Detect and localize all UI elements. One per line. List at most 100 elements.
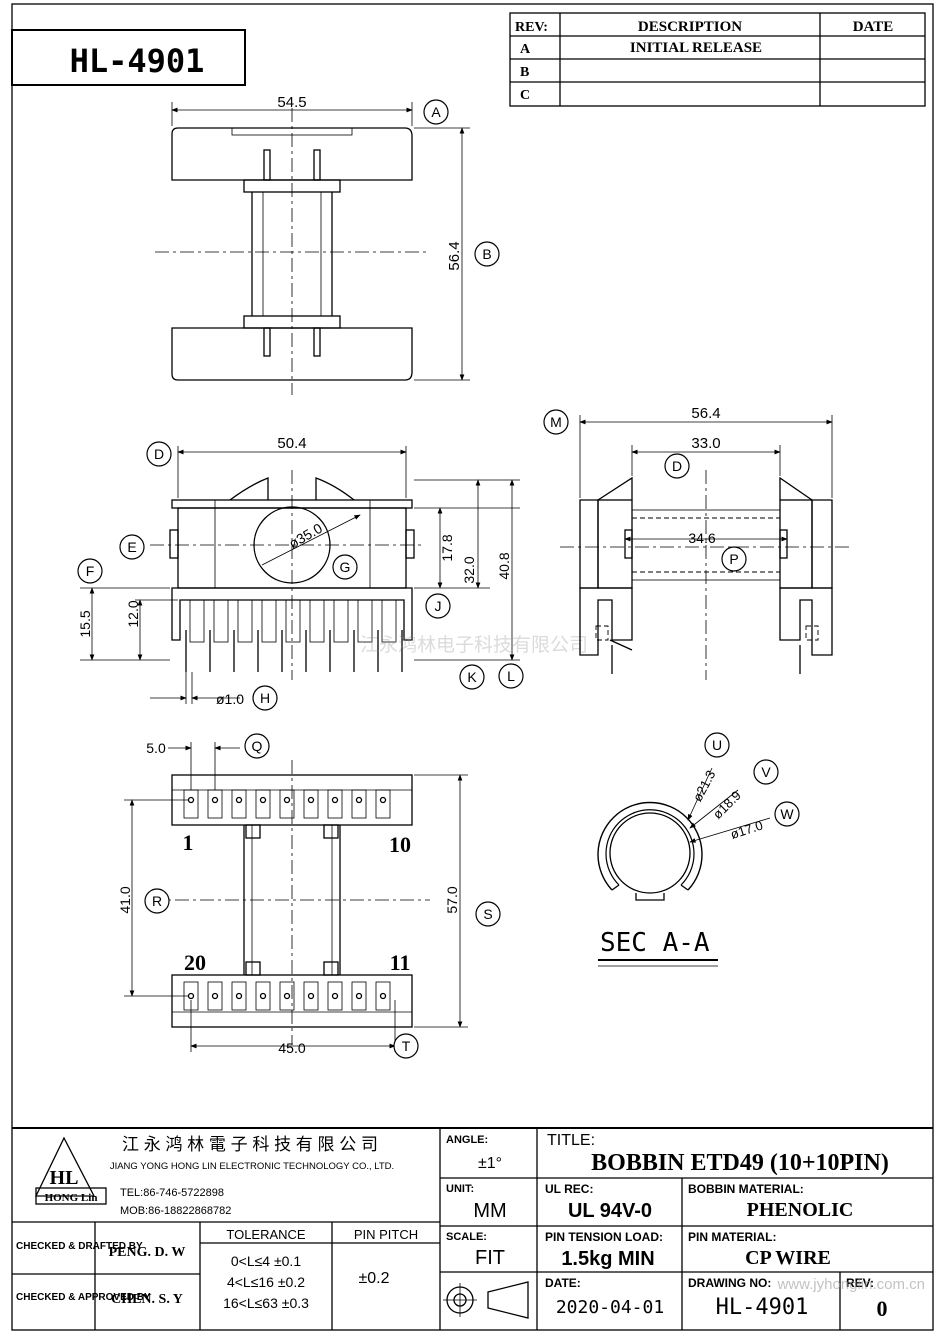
checked-drafted-label: CHECKED & DRAFTED BY xyxy=(16,1241,143,1252)
dim-front-left1: 15.5 xyxy=(77,610,93,637)
revision-table: REV: DESCRIPTION DATE A INITIAL RELEASE … xyxy=(509,12,926,107)
bobbin-material-label: BOBBIN MATERIAL: xyxy=(688,1182,804,1196)
callout-a: A xyxy=(431,104,441,120)
drawing-no-label: DRAWING NO: xyxy=(688,1276,771,1290)
tolerance-row-3: 16<L≤63 ±0.3 xyxy=(223,1295,309,1311)
tolerance-row-1: 0<L≤4 ±0.1 xyxy=(231,1253,301,1269)
callout-s: S xyxy=(483,906,492,922)
pin-label-20: 20 xyxy=(184,950,206,975)
callout-d2: D xyxy=(672,458,682,474)
dim-side-core: 34.6 xyxy=(688,530,715,546)
callout-l: L xyxy=(507,668,515,684)
dim-bottom-pitch: 5.0 xyxy=(146,740,166,756)
callout-p: P xyxy=(729,551,738,567)
dim-sec-d1: ø21.3 xyxy=(690,768,719,804)
bottom-view: 1 10 20 11 5.0 41.0 57.0 45.0 Q R S T xyxy=(117,733,501,1059)
callout-f: F xyxy=(86,563,95,579)
dim-side-inner: 33.0 xyxy=(691,435,720,452)
pin-tension-label: PIN TENSION LOAD: xyxy=(545,1230,663,1244)
pin-label-11: 11 xyxy=(390,950,411,975)
dim-side-width: 56.4 xyxy=(691,405,720,422)
callout-m: M xyxy=(550,414,562,430)
company-cn: 江 永 鸿 林 電 子 科 技 有 限 公 司 xyxy=(122,1135,378,1154)
part-number: HL-4901 xyxy=(70,42,205,80)
unit: MM xyxy=(473,1200,506,1222)
dim-top-width: 54.5 xyxy=(277,94,306,111)
dim-front-h2: 32.0 xyxy=(461,556,477,583)
rev-a-description: INITIAL RELEASE xyxy=(630,40,762,56)
checked-approved-label: CHECKED & APPROVED BY xyxy=(16,1292,151,1303)
dim-front-h3: 40.8 xyxy=(496,552,512,579)
watermark: 江永鸿林电子科技有限公司 xyxy=(360,634,588,656)
tolerance-row-2: 4<L≤16 ±0.2 xyxy=(227,1274,305,1290)
pin-material: CP WIRE xyxy=(745,1247,831,1269)
company-en: JIANG YONG HONG LIN ELECTRONIC TECHNOLOG… xyxy=(110,1161,394,1172)
logo-text: HONG Lin xyxy=(45,1192,98,1204)
ul-rec: UL 94V-0 xyxy=(568,1200,652,1222)
pin-material-label: PIN MATERIAL: xyxy=(688,1230,776,1244)
dim-bottom-width: 45.0 xyxy=(278,1040,305,1056)
callout-b: B xyxy=(482,246,491,262)
title-label: TITLE: xyxy=(547,1132,595,1149)
section-label: SEC A-A xyxy=(600,928,710,958)
mob: MOB:86-18822868782 xyxy=(120,1205,231,1217)
rev-label: REV: xyxy=(846,1276,874,1290)
pin-pitch-label: PIN PITCH xyxy=(354,1227,418,1242)
section-a-a: ø21.3 ø18.9 ø17.0 U V W SEC A-A xyxy=(597,732,800,967)
checked-approved-label-text: CHECKED & APPROVED BY xyxy=(16,1292,151,1303)
angle-label: ANGLE: xyxy=(446,1134,488,1146)
sheet-border xyxy=(11,3,934,1331)
title-block: HL HONG Lin 江 永 鸿 林 電 子 科 技 有 限 公 司 JIAN… xyxy=(12,1127,933,1330)
tel: TEL:86-746-5722898 xyxy=(120,1187,224,1199)
dim-bottom-h1: 41.0 xyxy=(117,886,133,913)
logo-triangle xyxy=(34,1136,96,1197)
scale-label: SCALE: xyxy=(446,1231,487,1243)
dim-front-width: 50.4 xyxy=(277,435,306,452)
dim-top-height: 56.4 xyxy=(446,241,463,270)
callout-v: V xyxy=(761,764,771,780)
date-label: DATE: xyxy=(545,1276,581,1290)
part-number-box xyxy=(11,29,246,86)
dim-sec-d3: ø17.0 xyxy=(728,817,764,842)
checked-approved: CHEN. S. Y xyxy=(111,1292,183,1307)
bottom-pins-bottom-row xyxy=(183,981,391,1011)
dim-sec-d2: ø18.9 xyxy=(710,788,744,822)
callout-t: T xyxy=(402,1038,411,1054)
unit-label: UNIT: xyxy=(446,1183,474,1195)
projection-symbol-icon xyxy=(443,1281,529,1319)
rev: 0 xyxy=(877,1296,888,1321)
drawing-no: HL-4901 xyxy=(716,1295,809,1320)
ul-rec-label: UL REC: xyxy=(545,1182,593,1196)
rev-header: REV: xyxy=(515,20,548,35)
callout-q: Q xyxy=(252,738,263,754)
pin-label-1: 1 xyxy=(183,830,194,855)
callout-e: E xyxy=(127,539,136,555)
front-pins xyxy=(185,630,403,672)
date-header: DATE xyxy=(853,19,894,35)
bottom-pins-top-row xyxy=(183,789,391,819)
checked-drafted-label-text: CHECKED & DRAFTED BY xyxy=(16,1241,143,1252)
callout-h: H xyxy=(260,690,270,706)
callout-k: K xyxy=(467,669,477,685)
bobbin-material: PHENOLIC xyxy=(747,1199,854,1221)
top-view: 54.5 56.4 A B xyxy=(155,94,500,395)
pin-pitch: ±0.2 xyxy=(358,1270,389,1287)
rev-a: A xyxy=(520,42,531,57)
angle: ±1° xyxy=(478,1155,502,1172)
pin-label-10: 10 xyxy=(389,832,411,857)
tolerance-label: TOLERANCE xyxy=(226,1227,306,1242)
pin-tension: 1.5kg MIN xyxy=(561,1248,654,1270)
logo-letters: HL xyxy=(50,1167,79,1189)
callout-w: W xyxy=(780,806,794,822)
title: BOBBIN ETD49 (10+10PIN) xyxy=(591,1150,889,1176)
side-view: 56.4 33.0 34.6 M D P xyxy=(543,405,850,680)
rev-b: B xyxy=(520,65,529,80)
callout-u: U xyxy=(712,737,722,753)
dim-front-left2: 12.0 xyxy=(125,600,141,627)
callout-d: D xyxy=(154,446,164,462)
scale: FIT xyxy=(475,1247,505,1269)
date: 2020-04-01 xyxy=(556,1297,664,1318)
callout-g: G xyxy=(340,559,351,575)
front-pin-slots xyxy=(189,599,397,643)
